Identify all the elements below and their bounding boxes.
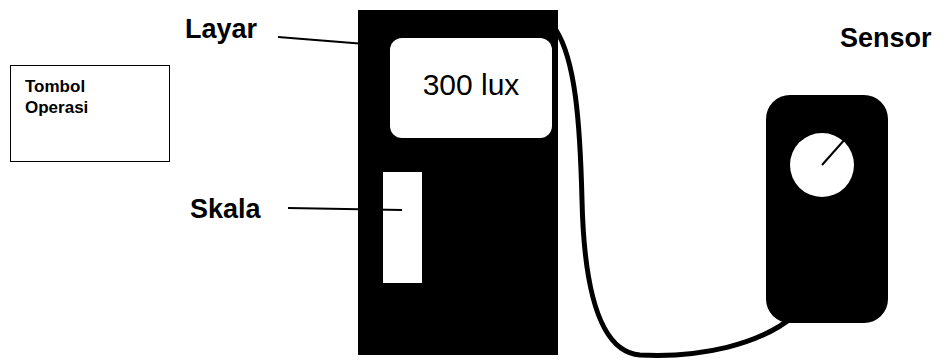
display-screen: 300 lux bbox=[390, 38, 552, 138]
button-panel: Tombol Operasi bbox=[10, 65, 170, 162]
sensor-leader bbox=[822, 138, 846, 165]
sensor-cable bbox=[556, 30, 795, 355]
part-label: Layar bbox=[185, 13, 257, 45]
part-label: Sensor bbox=[840, 22, 932, 54]
scale-window bbox=[383, 172, 422, 283]
node-text: Tombol Operasi bbox=[25, 76, 115, 119]
skala-leader bbox=[288, 208, 402, 210]
sensor-window bbox=[790, 133, 854, 197]
part-label: Skala bbox=[190, 193, 261, 225]
meter-body bbox=[358, 10, 558, 355]
node-text: 300 lux bbox=[423, 68, 520, 102]
sensor-housing bbox=[766, 95, 888, 323]
